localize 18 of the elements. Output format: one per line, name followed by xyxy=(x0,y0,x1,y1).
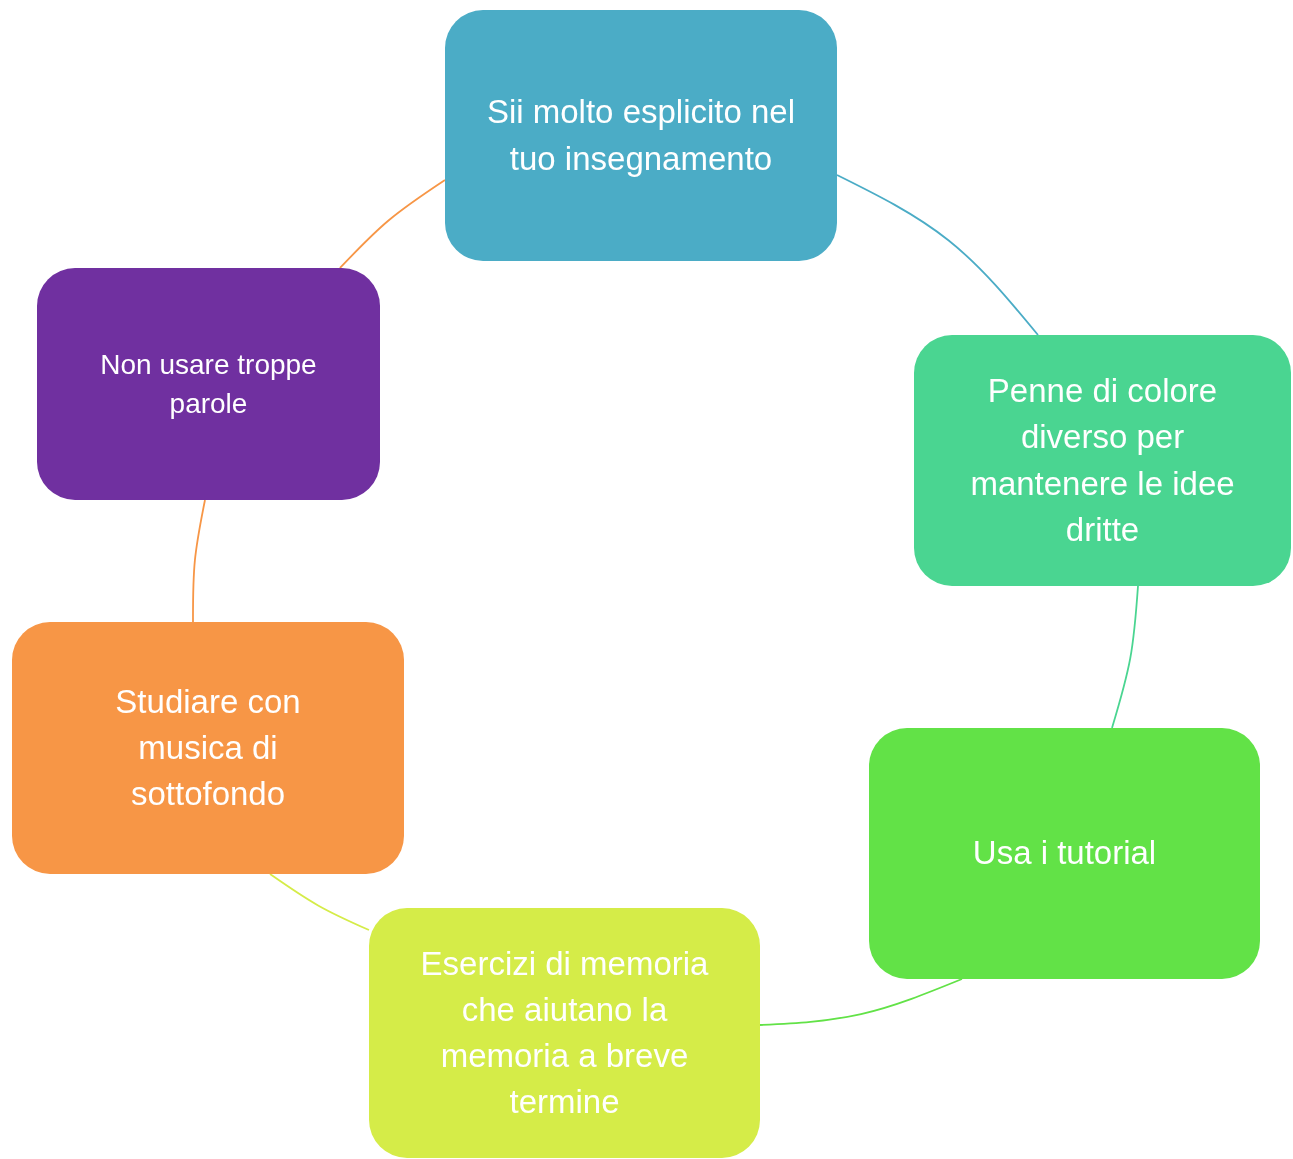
box-text: Non usare troppe parole xyxy=(99,347,318,421)
connector-arc xyxy=(192,499,206,623)
box-text: Sii molto esplicito nel tuo insegnamento xyxy=(486,92,796,179)
connector-arc xyxy=(339,179,446,269)
box-text: Studiare con musica di sottofondo xyxy=(114,681,302,815)
box-text: Usa i tutorial xyxy=(972,833,1157,874)
box-text: Esercizi di memoria che aiutano la memoria a breve termine xyxy=(419,943,710,1123)
box-text: Penne di colore diverso per mantenere le idee dritte xyxy=(969,371,1236,550)
process-box xyxy=(445,10,837,261)
process-box xyxy=(914,335,1291,586)
process-box xyxy=(12,622,404,874)
process-box xyxy=(869,728,1260,979)
connector-arc xyxy=(269,873,370,931)
process-box xyxy=(37,268,380,500)
connector-arc xyxy=(759,978,963,1026)
process-box xyxy=(369,908,760,1158)
connector-arc xyxy=(836,174,1039,336)
connector-arc xyxy=(1111,585,1139,729)
